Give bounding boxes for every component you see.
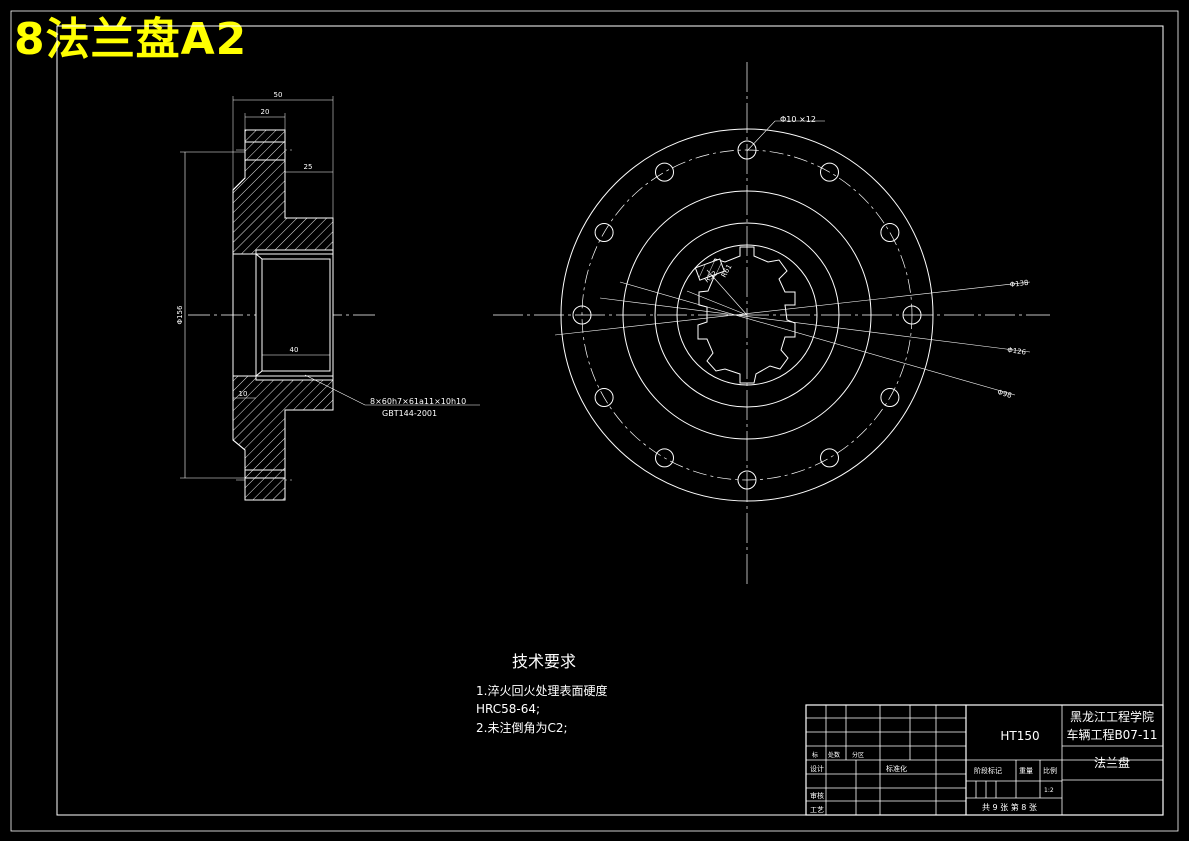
dim-phi138: Φ138 [1009, 279, 1029, 289]
bolt-hole [880, 388, 900, 407]
hole-callout: Φ10 ×12 [780, 115, 816, 124]
bolt-hole [655, 162, 674, 182]
tb-part-name: 法兰盘 [1094, 755, 1130, 770]
dim-phi126: Φ126 [1007, 346, 1027, 357]
bolt-hole [737, 470, 757, 490]
bolt-hole [880, 223, 900, 242]
tb-scale: 比例 [1043, 766, 1057, 775]
bolt-hole [902, 305, 922, 325]
inner-border [56, 25, 1164, 816]
dim-10: 10 [239, 390, 248, 398]
bolt-hole [655, 448, 674, 468]
tb-standardize: 标准化 [886, 764, 907, 773]
bolt-hole [737, 140, 757, 160]
tb-row-count: 处数 [828, 751, 840, 759]
bolt-holes [572, 140, 922, 490]
drawing-title-banner: 8法兰盘A2 [14, 14, 248, 65]
outer-border [10, 10, 1179, 832]
tech-req-line2: HRC58-64; [476, 702, 540, 716]
tb-school: 黑龙江工程学院 [1070, 709, 1154, 724]
bolt-circle [581, 149, 913, 481]
dim-40: 40 [290, 346, 299, 354]
tb-scale-value: 1:2 [1044, 787, 1054, 794]
section-view [180, 96, 480, 501]
spline-spec-1: 8×60h7×61a11×10h10 [370, 397, 466, 406]
hub-circle [622, 190, 872, 440]
spline-spec-2: GBT144-2001 [382, 409, 437, 418]
dim-50: 50 [274, 91, 283, 99]
bolt-hole [572, 305, 592, 325]
lower-section-hatch [232, 375, 334, 489]
front-view [493, 62, 1050, 585]
tb-stage: 阶段标记 [974, 766, 1002, 775]
tb-material: HT150 [1000, 729, 1039, 743]
outer-circle [560, 128, 934, 502]
dim-20: 20 [261, 108, 270, 116]
tb-designer: 设计 [810, 764, 824, 773]
inner-circle-1 [654, 222, 840, 408]
tb-process: 工艺 [810, 806, 824, 814]
bolt-hole [820, 448, 839, 468]
spline-profile [697, 246, 796, 384]
bolt-hole [594, 223, 614, 242]
tech-req-line3: 2.未注倒角为C2; [476, 720, 568, 735]
title-block [805, 704, 1164, 816]
inner-circle-2 [676, 244, 818, 386]
tb-sheets: 共 9 张 第 8 张 [982, 802, 1037, 812]
bolt-hole [820, 162, 839, 182]
spline-bore [255, 253, 334, 377]
tb-review: 审核 [810, 791, 824, 800]
tech-req-title: 技术要求 [512, 652, 576, 671]
dim-phi98: Φ98 [996, 388, 1012, 400]
tech-req-line1: 1.淬火回火处理表面硬度 [476, 683, 607, 698]
tb-row-mark: 标 [812, 751, 818, 759]
upper-section-hatch [232, 140, 334, 255]
tb-class: 车辆工程B07-11 [1066, 727, 1157, 742]
tb-row-zone: 分区 [852, 751, 864, 759]
bolt-hole [594, 388, 614, 407]
dim-phi156: Φ156 [176, 305, 184, 324]
tb-weight: 重量 [1019, 767, 1033, 775]
dim-25: 25 [304, 163, 313, 171]
